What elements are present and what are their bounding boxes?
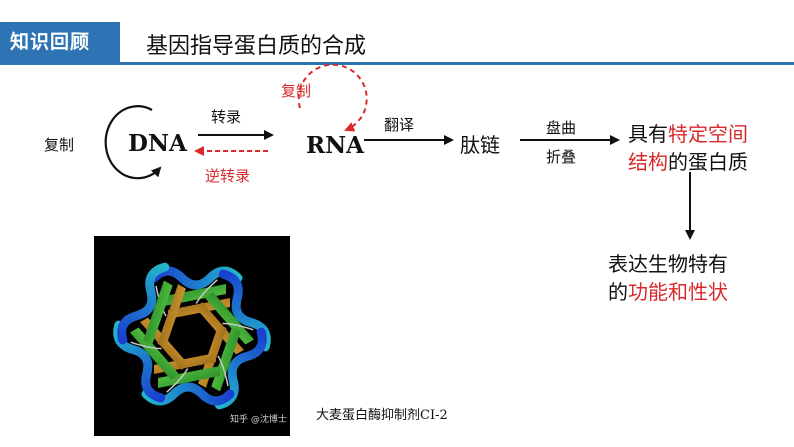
peptide-label: 肽链 — [460, 133, 500, 157]
page-title: 基因指导蛋白质的合成 — [146, 34, 367, 59]
section-tag: 知识回顾 — [0, 22, 120, 62]
rna-replication-loop — [297, 63, 368, 132]
dna-label: DNA — [128, 130, 187, 157]
transcription-label: 转录 — [211, 108, 242, 126]
replication-left-label: 复制 — [44, 136, 75, 154]
image-watermark: 知乎 @沈博士 — [230, 415, 287, 425]
header-underline — [0, 62, 794, 65]
image-caption: 大麦蛋白酶抑制剂CI-2 — [316, 408, 448, 423]
fold-label-2: 折叠 — [546, 148, 577, 166]
expression-line-2: 的功能和性状 — [608, 280, 728, 304]
replication-top-label: 复制 — [281, 82, 312, 100]
protein-line-2: 结构的蛋白质 — [628, 150, 748, 174]
protein-line-1: 具有特定空间 — [628, 122, 748, 146]
dna-replication-loop — [104, 105, 162, 180]
fold-label-1: 盘曲 — [546, 119, 577, 137]
expression-line-1: 表达生物特有 — [608, 252, 728, 276]
translation-label: 翻译 — [384, 116, 415, 134]
reverse-transcription-label: 逆转录 — [205, 167, 251, 185]
rna-label: RNA — [306, 132, 364, 159]
protein-structure-image — [94, 236, 290, 436]
